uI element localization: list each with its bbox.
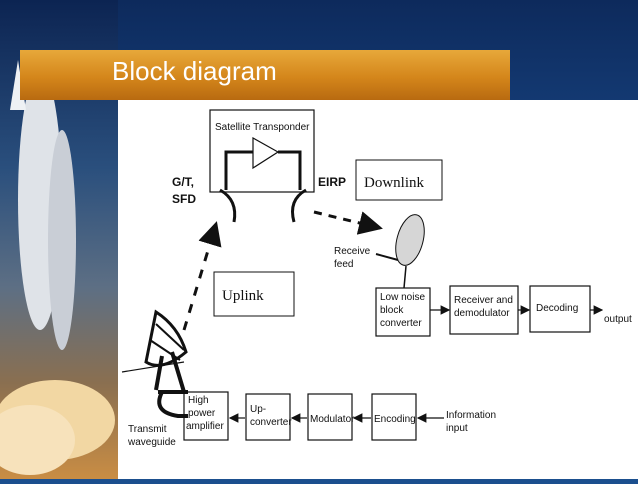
transmit-label: Transmit [128,424,167,435]
satellite-transponder-label: Satellite Transponder [215,122,310,133]
hpa-label-2: power [188,408,216,419]
uplink-path-arrow [182,221,222,331]
waveguide-label: waveguide [127,437,176,448]
downlink-box [355,159,443,201]
decoding-box [529,285,591,333]
hpa-label-1: High [188,395,209,406]
transponder-input-line [224,150,253,190]
high-power-amplifier-box [183,391,229,441]
space-shuttle-illustration [0,60,115,475]
lnb-box [375,287,431,337]
sfd-label: SFD [172,192,196,206]
diagram-canvas [118,100,638,479]
slide-title: Block diagram [112,56,277,86]
upconv-label-2: converter [250,417,292,428]
lnb-label-2: block [380,305,404,316]
transmit-dish-icon [144,309,188,394]
receiver-label-2: demodulator [454,308,510,319]
information-label: Information [446,410,496,421]
gt-label: G/T, [172,175,194,189]
uplink-box [213,271,295,317]
downlink-label: Downlink [364,175,425,191]
uplink-label: Uplink [222,288,264,304]
satellite-transponder-box [209,109,315,193]
eirp-label: EIRP [318,175,346,189]
modulator-box [307,393,353,441]
downlink-path-arrow [313,210,383,235]
feed-label: feed [334,259,353,270]
satellite-receive-antenna [219,188,237,223]
modulator-label: Modulator [310,414,355,425]
input-label: input [446,423,468,434]
satellite-transmit-antenna [291,188,307,223]
encoding-label: Encoding [374,414,416,425]
receive-feed-arm [375,253,399,261]
receive-label: Receive [334,246,371,257]
encoding-box [371,393,417,441]
receiver-label-1: Receiver and [454,295,513,306]
receive-dish-stand [403,265,407,289]
amplifier-triangle-icon [252,136,280,170]
satellite-link-block-diagram: Satellite Transponder G/T, SFD EIRP Down… [121,109,632,448]
output-label: output [604,314,632,325]
decoding-label: Decoding [536,303,578,314]
lnb-label-1: Low noise [380,292,425,303]
receive-dish-icon [395,214,425,266]
title-bar [20,50,510,100]
hpa-label-3: amplifier [186,421,224,432]
transmit-waveguide [157,391,188,418]
transponder-output-line [278,150,302,190]
transmit-dish-ground-line [121,361,185,373]
up-converter-box [245,393,291,441]
upconv-label-1: Up- [250,404,266,415]
lnb-label-3: converter [380,318,422,329]
